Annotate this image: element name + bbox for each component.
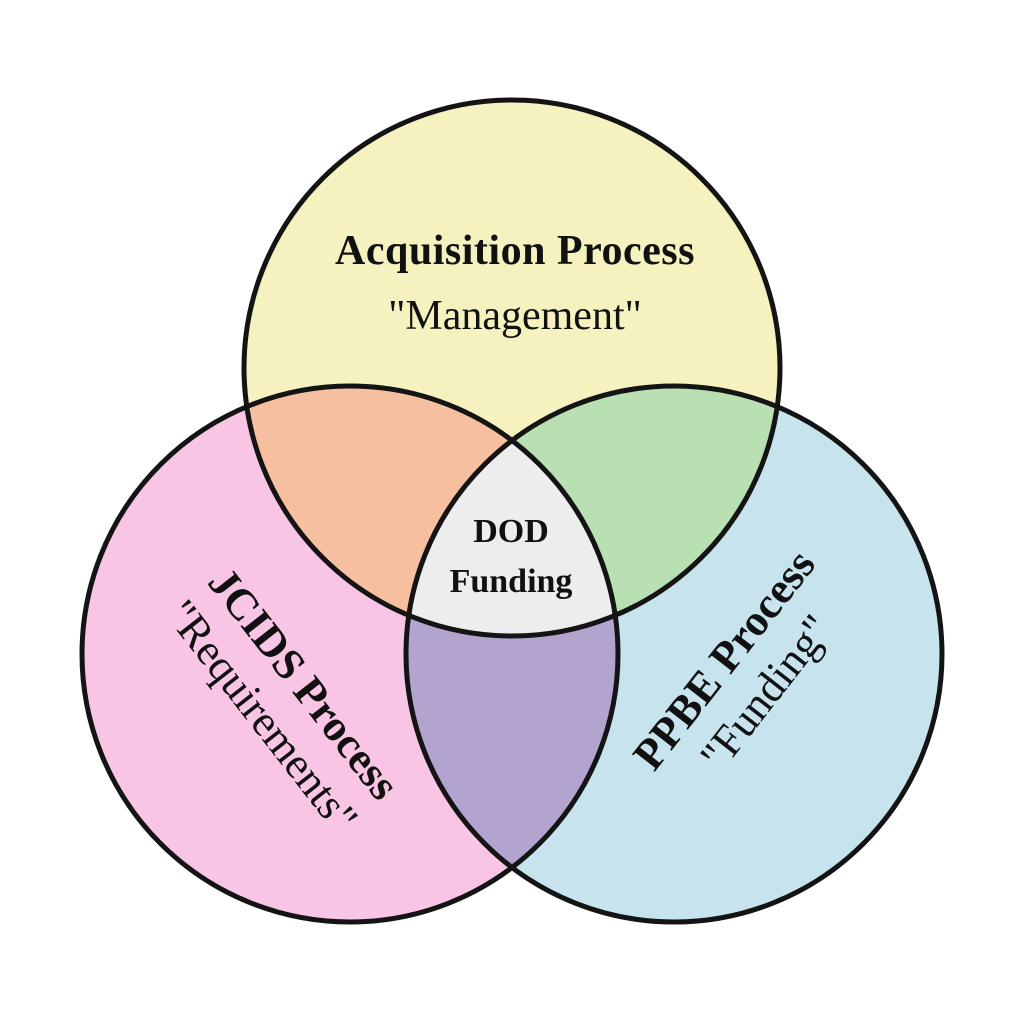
jcids-circle-outline — [79, 383, 621, 925]
acquisition-circle-outline — [241, 97, 783, 639]
triple-overlap-region — [406, 386, 618, 636]
center-label-line1: DOD — [473, 513, 549, 550]
center-label: DOD Funding — [450, 507, 573, 607]
center-label-line2: Funding — [449, 563, 573, 600]
acquisition-subtitle: "Management" — [388, 293, 642, 339]
acquisition-title: Acquisition Process — [335, 228, 695, 274]
acquisition-label: Acquisition Process "Management" — [335, 219, 695, 349]
ppbe-circle-outline — [403, 383, 945, 925]
